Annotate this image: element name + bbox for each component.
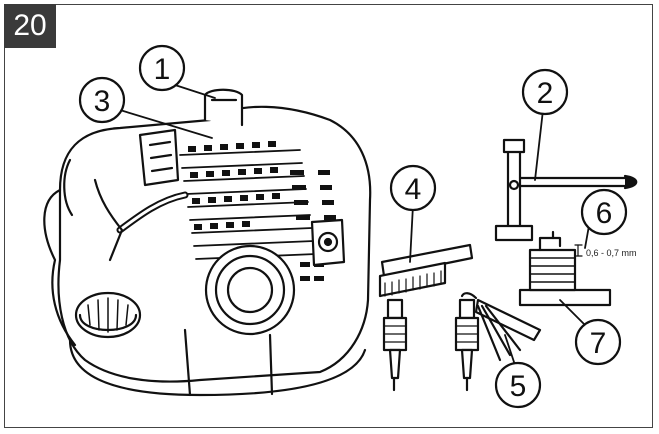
feeler-gauge-drawing bbox=[454, 292, 542, 392]
callouts: 1 2 3 4 5 6 7 bbox=[78, 44, 628, 409]
gap-spec-label: 0,6 - 0,7 mm bbox=[586, 248, 637, 258]
callout-3-label: 3 bbox=[94, 85, 111, 118]
wire-brush-drawing bbox=[378, 243, 474, 392]
leader-lines bbox=[119, 84, 591, 366]
callout-1-label: 1 bbox=[154, 53, 171, 86]
callout-6-label: 6 bbox=[596, 197, 613, 230]
callout-5-label: 5 bbox=[510, 370, 527, 403]
engine-drawing bbox=[43, 88, 372, 397]
callout-2: 2 bbox=[521, 68, 569, 116]
socket-wrench-drawing bbox=[494, 138, 638, 242]
callout-7-label: 7 bbox=[590, 327, 607, 360]
electrode-gap-drawing bbox=[518, 230, 612, 307]
callout-2-label: 2 bbox=[537, 77, 554, 110]
callout-1: 1 bbox=[138, 44, 186, 92]
callout-7: 7 bbox=[574, 318, 622, 366]
callout-5: 5 bbox=[494, 361, 542, 409]
callout-6: 6 bbox=[580, 188, 628, 236]
figure-number: 20 bbox=[4, 4, 56, 48]
callout-4-label: 4 bbox=[405, 173, 422, 206]
callout-3: 3 bbox=[78, 76, 126, 124]
callout-4: 4 bbox=[389, 164, 437, 212]
